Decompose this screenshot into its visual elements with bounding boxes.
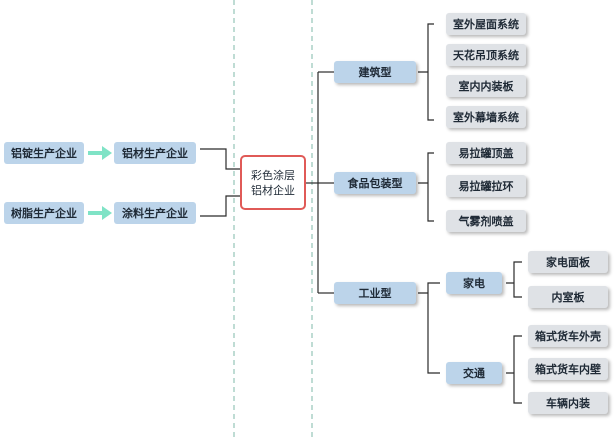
- appliance-item-box: 家电面板: [528, 251, 608, 273]
- center-line-2: 铝材企业: [251, 183, 295, 197]
- resin-producer-box: 树脂生产企业: [4, 202, 84, 224]
- category-food-packaging-box: 食品包装型: [334, 172, 416, 194]
- arrow-ingot-to-material: [88, 146, 112, 160]
- appliance-item-box: 内室板: [528, 286, 608, 308]
- color-coated-aluminum-center-box: 彩色涂层 铝材企业: [240, 155, 306, 210]
- subcategory-transport-box: 交通: [446, 362, 502, 384]
- transport-item-box: 箱式货车内壁: [528, 358, 608, 380]
- bracket-industrial: [418, 282, 440, 374]
- bracket-food: [418, 152, 434, 222]
- bracket-appliance: [506, 261, 522, 298]
- bracket-transport: [506, 335, 522, 404]
- bracket-building: [418, 23, 434, 121]
- food-packaging-item-box: 易拉罐顶盖: [446, 142, 526, 164]
- category-industrial-box: 工业型: [334, 282, 416, 304]
- coating-producer-box: 涂料生产企业: [114, 202, 196, 224]
- arrow-resin-to-coating: [88, 206, 112, 220]
- building-item-box: 天花吊顶系统: [446, 44, 526, 66]
- center-line-1: 彩色涂层: [251, 168, 295, 182]
- subcategory-appliance-box: 家电: [446, 272, 502, 294]
- food-packaging-item-box: 易拉罐拉环: [446, 175, 526, 197]
- building-item-box: 室内内装板: [446, 75, 526, 97]
- aluminum-material-producer-box: 铝材生产企业: [114, 142, 196, 164]
- building-item-box: 室外屋面系统: [446, 13, 526, 35]
- connector-material-to-center: [200, 148, 240, 170]
- food-packaging-item-box: 气雾剂喷盖: [446, 210, 526, 232]
- transport-item-box: 车辆内装: [528, 392, 608, 414]
- connector-coating-to-center: [200, 195, 240, 217]
- aluminum-ingot-producer-box: 铝锭生产企业: [4, 142, 84, 164]
- transport-item-box: 箱式货车外壳: [528, 325, 608, 347]
- category-building-box: 建筑型: [334, 61, 416, 83]
- building-item-box: 室外幕墙系统: [446, 106, 526, 128]
